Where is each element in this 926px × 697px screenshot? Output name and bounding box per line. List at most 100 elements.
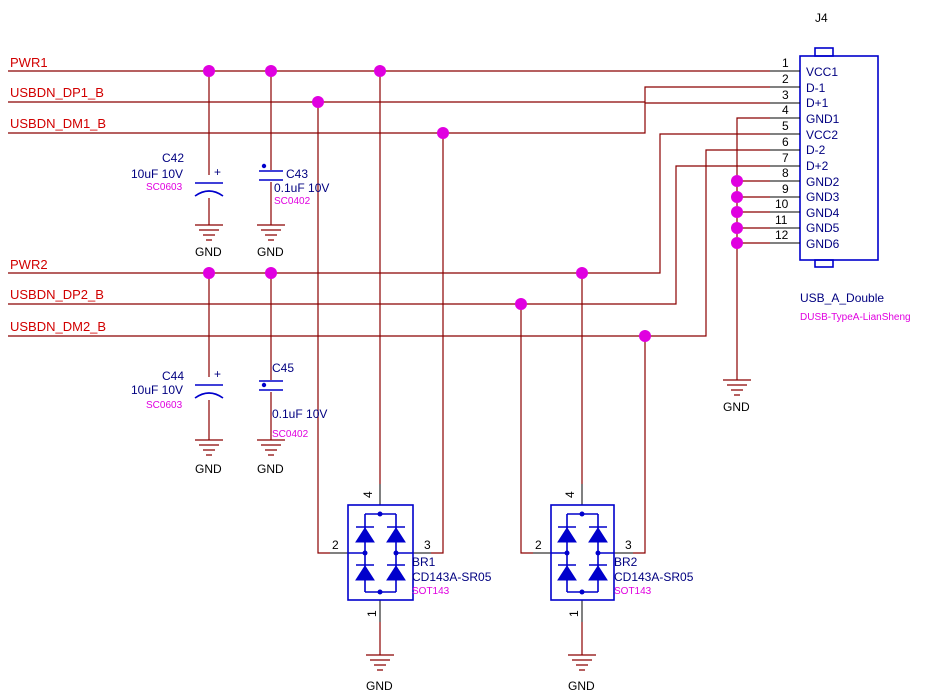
junction-dot <box>265 267 277 279</box>
net-label-dm2: USBDN_DM2_B <box>10 319 106 334</box>
protector-pin-num: 4 <box>563 491 577 498</box>
capacitor-plate-curved <box>194 392 224 399</box>
junction-dot <box>731 191 743 203</box>
net-label-dp2: USBDN_DP2_B <box>10 287 104 302</box>
capacitor-c43: C43 0.1uF 10V SC0402 <box>259 163 329 207</box>
ground-label: GND <box>195 245 222 259</box>
capacitor-ref: C45 <box>272 361 294 375</box>
connector-pin-name: GND3 <box>806 190 840 204</box>
connector-pin-num: 4 <box>782 103 789 117</box>
protector-pin-num: 2 <box>535 538 542 552</box>
connector-tab-bottom <box>814 259 834 268</box>
protector-footprint: SOT143 <box>614 586 652 597</box>
protector-value: CD143A-SR05 <box>614 570 694 584</box>
ground-symbol: GND <box>195 439 223 476</box>
bridge-node <box>579 589 585 595</box>
connector-pins: 1 2 3 4 5 6 7 8 9 10 11 12 VCC1 D-1 D+1 … <box>770 56 840 251</box>
junction-dot <box>731 222 743 234</box>
wire-br1-pin2 <box>317 102 330 554</box>
ground-symbol: GND <box>257 224 285 259</box>
junction-dot <box>731 175 743 187</box>
esd-protector-br2: 4 1 2 3 BR2 CD143A-SR05 SOT143 <box>533 484 694 622</box>
connector-pin-num: 10 <box>775 197 789 211</box>
ground-symbols: GND GND GND GND GND GND GND <box>195 224 751 693</box>
connector-pin-name: D+1 <box>806 96 829 110</box>
capacitor-c44: + C44 10uF 10V SC0603 <box>131 367 224 411</box>
protector-value: CD143A-SR05 <box>412 570 492 584</box>
protector-pin-num: 1 <box>567 610 581 617</box>
wire-br2-pin3 <box>633 336 646 554</box>
connector-pin-num: 8 <box>782 166 789 180</box>
net-labels: PWR1 USBDN_DP1_B USBDN_DM1_B PWR2 USBDN_… <box>10 55 106 334</box>
ground-symbol: GND <box>195 224 223 259</box>
capacitor-value: 0.1uF 10V <box>272 407 327 421</box>
capacitor-pin1-marker <box>261 163 267 169</box>
protector-pin-num: 4 <box>361 491 375 498</box>
connector-pin-num: 11 <box>775 213 788 227</box>
connector-pin-name: GND2 <box>806 175 840 189</box>
capacitor-c42: + C42 10uF 10V SC0603 <box>131 151 224 197</box>
diode-icon <box>386 527 406 543</box>
wire-dp2 <box>8 165 770 305</box>
wire-br1-pin3 <box>431 133 444 554</box>
protector-ref: BR2 <box>614 555 638 569</box>
wire-br2-pin2 <box>520 304 533 554</box>
connector-pin-name: GND5 <box>806 221 840 235</box>
connector-pin-num: 1 <box>782 56 789 70</box>
ground-label: GND <box>723 400 750 414</box>
connector-pin-name: D-2 <box>806 143 826 157</box>
ground-label: GND <box>366 679 393 693</box>
diode-icon <box>355 565 375 581</box>
junction-dot <box>203 65 215 77</box>
capacitor-ref: C43 <box>286 167 308 181</box>
capacitor-polarity: + <box>214 165 221 179</box>
wire-pwr2 <box>8 133 770 274</box>
connector-tab-top <box>814 47 834 57</box>
bridge-node <box>579 511 585 517</box>
protector-ref: BR1 <box>412 555 436 569</box>
protector-pin-num: 3 <box>424 538 431 552</box>
junction-dot <box>312 96 324 108</box>
wire-gnd-bus <box>736 117 770 380</box>
junction-dot <box>374 65 386 77</box>
junction-dot <box>515 298 527 310</box>
net-label-dp1: USBDN_DP1_B <box>10 85 104 100</box>
connector-pin-num: 7 <box>782 151 789 165</box>
ground-label: GND <box>195 462 222 476</box>
ground-symbol: GND <box>257 439 285 476</box>
bridge-node <box>595 550 601 556</box>
net-label-pwr2: PWR2 <box>10 257 48 272</box>
connector-pin-num: 3 <box>782 88 789 102</box>
connector-pin-name: D-1 <box>806 81 826 95</box>
diode-icon <box>557 527 577 543</box>
diode-icon <box>588 527 608 543</box>
connector-pin-name: VCC2 <box>806 128 838 142</box>
esd-protector-br1: 4 1 2 3 BR1 CD143A-SR05 SOT143 <box>330 484 492 622</box>
capacitor-ref: C42 <box>162 151 184 165</box>
connector-pin-num: 12 <box>775 228 789 242</box>
ground-label: GND <box>568 679 595 693</box>
diode-icon <box>557 565 577 581</box>
capacitor-polarity: + <box>214 367 221 381</box>
bridge-node <box>377 511 383 517</box>
connector-pin-num: 5 <box>782 119 789 133</box>
wire-dp1 <box>8 86 770 103</box>
capacitor-footprint: SC0402 <box>272 429 309 440</box>
junction-dot <box>639 330 651 342</box>
connector-pin-stubs <box>770 70 800 244</box>
ground-label: GND <box>257 462 284 476</box>
capacitor-value: 10uF 10V <box>131 167 183 181</box>
protector-pin-num: 3 <box>625 538 632 552</box>
diode-icon <box>355 527 375 543</box>
wire-dm1 <box>8 102 770 134</box>
capacitor-footprint: SC0603 <box>146 400 183 411</box>
connector-pin-name: D+2 <box>806 159 829 173</box>
capacitor-footprint: SC0402 <box>274 196 311 207</box>
net-label-pwr1: PWR1 <box>10 55 48 70</box>
connector-pin-name: VCC1 <box>806 65 838 79</box>
ground-symbol: GND <box>568 654 596 693</box>
bridge-node <box>393 550 399 556</box>
connector-pin-name: GND6 <box>806 237 840 251</box>
capacitor-value: 0.1uF 10V <box>274 181 329 195</box>
junction-dot <box>265 65 277 77</box>
